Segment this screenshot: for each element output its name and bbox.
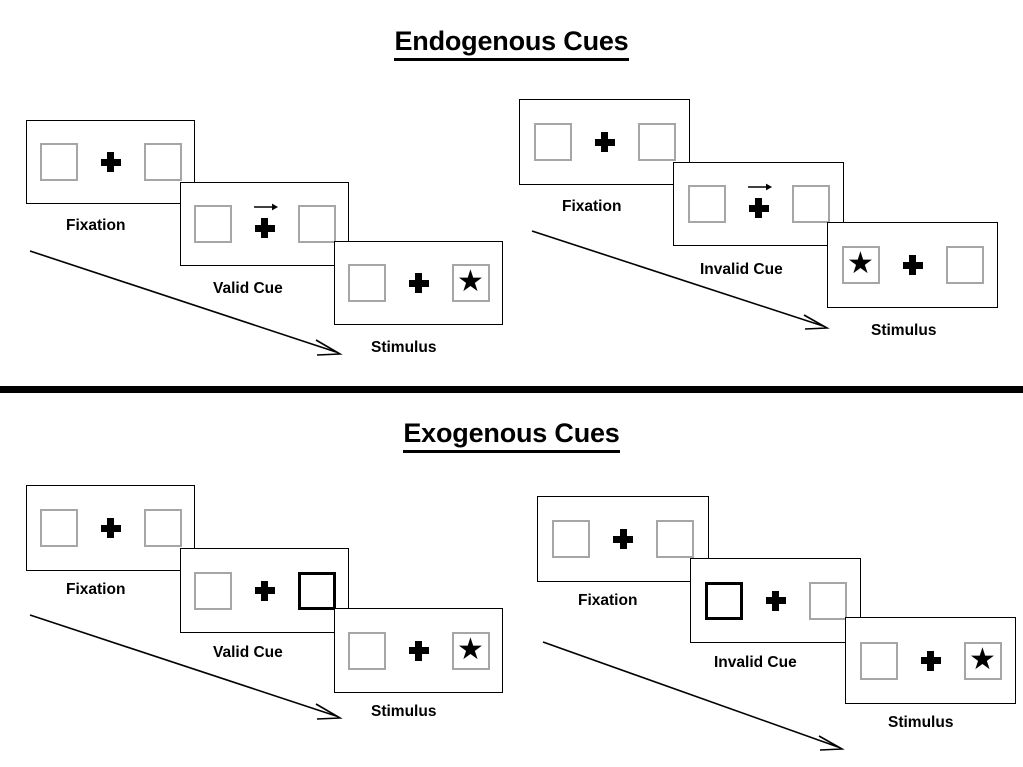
endogenous-section-title: Endogenous Cues	[0, 26, 1023, 61]
fixation-center	[744, 182, 774, 226]
fixation-cross-icon	[100, 518, 121, 538]
exogenous-valid-cue-panel	[180, 548, 349, 633]
endogenous-valid-fixation-label: Fixation	[66, 217, 126, 234]
exogenous-valid-fixation-panel	[26, 485, 195, 571]
right-placeholder-box-cued	[297, 571, 336, 610]
panel-content	[674, 182, 843, 226]
fixation-center	[96, 140, 126, 184]
endogenous-invalid-stimulus-panel: ★	[827, 222, 998, 308]
endogenous-invalid-stimulus-label: Stimulus	[871, 322, 937, 339]
endogenous-valid-cue-label: Valid Cue	[213, 280, 283, 297]
fixation-center	[404, 261, 434, 305]
fixation-center	[96, 506, 126, 550]
exogenous-section-title: Exogenous Cues	[0, 418, 1023, 453]
section-divider	[0, 386, 1023, 393]
right-placeholder-box: ★	[451, 631, 490, 670]
panel-content	[27, 140, 194, 184]
exogenous-valid-fixation-label: Fixation	[66, 581, 126, 598]
exogenous-valid-cue-label: Valid Cue	[213, 644, 283, 661]
exogenous-invalid-time-flow-arrow	[542, 641, 845, 751]
left-placeholder-box	[39, 509, 78, 547]
right-placeholder-box: ★	[963, 641, 1002, 680]
right-placeholder-box	[808, 581, 847, 620]
right-placeholder-box: ★	[451, 264, 490, 302]
fixation-cross-icon	[100, 152, 121, 172]
exogenous-title-text: Exogenous Cues	[403, 418, 620, 453]
endogenous-valid-fixation-panel	[26, 120, 195, 204]
panel-content	[538, 517, 708, 561]
panel-content	[27, 506, 194, 550]
panel-content	[181, 569, 348, 613]
endogenous-valid-time-flow-arrow	[29, 250, 343, 356]
star-icon: ★	[969, 642, 996, 676]
left-placeholder-box	[533, 123, 572, 161]
fixation-cross-icon	[613, 529, 633, 549]
endogenous-title-text: Endogenous Cues	[394, 26, 629, 61]
fixation-cross-icon	[408, 640, 429, 661]
right-placeholder-box	[143, 509, 182, 547]
exogenous-valid-time-flow-arrow	[29, 614, 343, 720]
right-placeholder-box	[656, 520, 694, 558]
left-placeholder-box	[193, 205, 232, 243]
endogenous-invalid-fixation-panel	[519, 99, 690, 185]
left-placeholder-box	[859, 641, 898, 680]
exogenous-valid-stimulus-panel: ★	[334, 608, 503, 693]
exogenous-invalid-cue-panel	[690, 558, 861, 643]
fixation-cross-icon	[748, 198, 769, 218]
fixation-cross-icon	[408, 273, 429, 293]
star-icon: ★	[457, 632, 484, 666]
right-placeholder-box	[143, 143, 182, 181]
left-placeholder-box	[193, 571, 232, 610]
endogenous-valid-stimulus-label: Stimulus	[371, 339, 437, 356]
right-placeholder-box	[945, 246, 984, 284]
fixation-center	[608, 517, 638, 561]
panel-content: ★	[846, 639, 1015, 683]
exogenous-invalid-fixation-panel	[537, 496, 709, 582]
exogenous-invalid-stimulus-label: Stimulus	[888, 714, 954, 731]
panel-content	[181, 202, 348, 246]
star-icon: ★	[457, 265, 484, 298]
fixation-cross-icon	[254, 580, 275, 601]
endogenous-invalid-time-flow-arrow	[531, 230, 830, 330]
fixation-cross-icon	[254, 218, 275, 238]
right-placeholder-box	[637, 123, 676, 161]
fixation-cross-icon	[920, 650, 941, 671]
fixation-center	[250, 569, 280, 613]
fixation-cross-icon	[765, 590, 786, 611]
exogenous-invalid-stimulus-panel: ★	[845, 617, 1016, 704]
left-placeholder-box: ★	[841, 246, 880, 284]
endogenous-invalid-cue-panel	[673, 162, 844, 246]
fixation-center	[250, 202, 280, 246]
exogenous-valid-stimulus-label: Stimulus	[371, 703, 437, 720]
right-placeholder-box	[791, 185, 830, 223]
left-placeholder-box	[39, 143, 78, 181]
endogenous-invalid-fixation-label: Fixation	[562, 198, 622, 215]
fixation-cross-icon	[902, 255, 923, 275]
fixation-center	[404, 629, 434, 673]
left-placeholder-box	[347, 631, 386, 670]
left-placeholder-box	[347, 264, 386, 302]
endogenous-invalid-cue-label: Invalid Cue	[700, 261, 783, 278]
panel-content	[520, 120, 689, 164]
panel-content	[691, 579, 860, 623]
star-icon: ★	[847, 247, 874, 280]
arrow-right-icon	[747, 183, 772, 191]
fixation-cross-icon	[594, 132, 615, 152]
left-placeholder-box	[687, 185, 726, 223]
fixation-center	[916, 639, 946, 683]
left-placeholder-box-cued	[704, 581, 743, 620]
fixation-center	[898, 243, 928, 287]
endogenous-valid-stimulus-panel: ★	[334, 241, 503, 325]
fixation-center	[590, 120, 620, 164]
exogenous-invalid-fixation-label: Fixation	[578, 592, 638, 609]
fixation-center	[761, 579, 791, 623]
panel-content: ★	[335, 629, 502, 673]
right-placeholder-box	[297, 205, 336, 243]
exogenous-invalid-cue-label: Invalid Cue	[714, 654, 797, 671]
panel-content: ★	[828, 243, 997, 287]
panel-content: ★	[335, 261, 502, 305]
endogenous-valid-cue-panel	[180, 182, 349, 266]
arrow-right-icon	[253, 203, 278, 211]
left-placeholder-box	[552, 520, 590, 558]
